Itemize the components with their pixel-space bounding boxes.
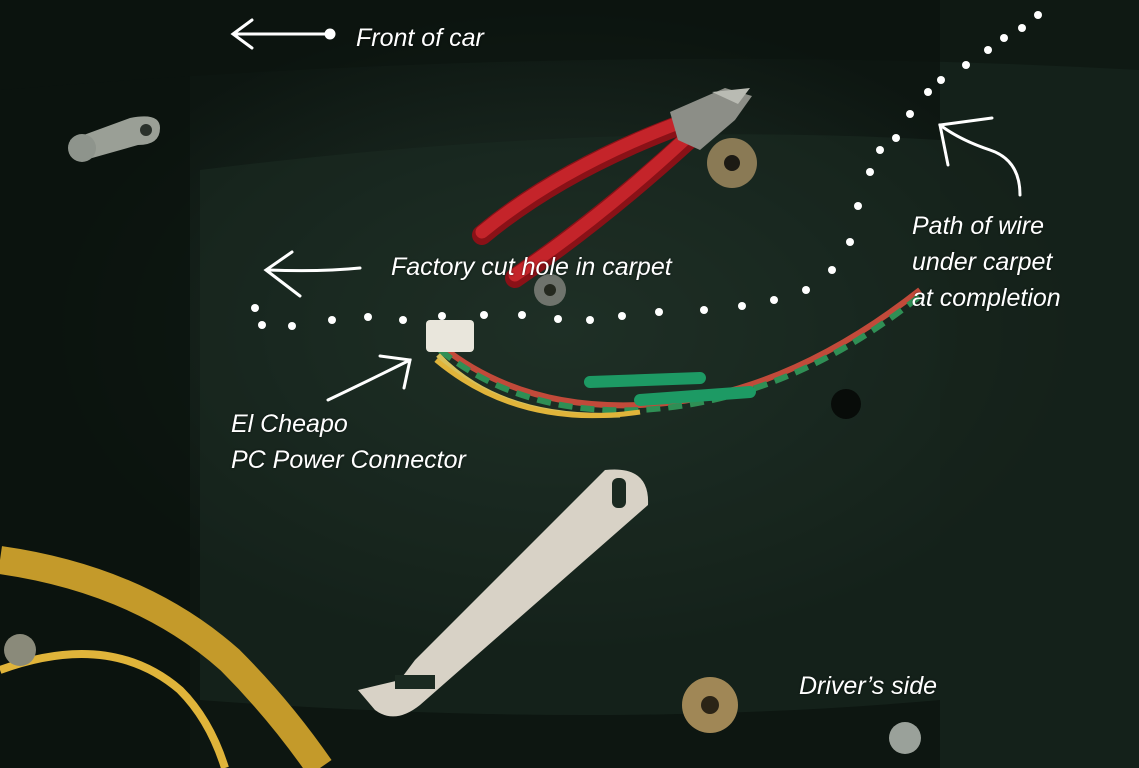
connector-label-line: PC Power Connector <box>231 446 466 474</box>
wire-path-label-line: Path of wire <box>912 212 1045 240</box>
front-of-car-label: Front of car <box>356 24 484 52</box>
wire-path-label: Path of wire under carpet at completion <box>912 208 1061 316</box>
grommet-lower <box>682 677 738 733</box>
grommet-right <box>831 389 861 419</box>
connector-label: El Cheapo PC Power Connector <box>231 406 466 478</box>
pliers <box>472 88 752 288</box>
grommet-upper <box>707 138 757 188</box>
wire-path-label-line: under carpet <box>912 248 1053 276</box>
front-arrow-icon <box>230 18 336 50</box>
top-shadow <box>0 0 1139 90</box>
hole-arrow-icon <box>263 250 362 298</box>
factory-hole-label: Factory cut hole in carpet <box>391 253 672 281</box>
right-wall <box>940 0 1139 768</box>
bracket-bolt <box>68 116 160 162</box>
path-arrow-icon <box>938 116 1022 197</box>
pc-power-connector <box>426 320 474 352</box>
plastic-tool <box>358 469 649 717</box>
floor-pan <box>200 134 940 715</box>
wire-path-label-line: at completion <box>912 284 1061 312</box>
wire-harness <box>426 287 927 419</box>
bolt-lower-right <box>889 722 921 754</box>
wire-path-dotted-line <box>251 11 1042 330</box>
connector-label-line: El Cheapo <box>231 410 348 438</box>
bolt-center <box>534 274 566 306</box>
drivers-side-label: Driver’s side <box>799 672 938 700</box>
yellow-cable <box>0 546 332 768</box>
connector-arrow-icon <box>326 354 412 402</box>
